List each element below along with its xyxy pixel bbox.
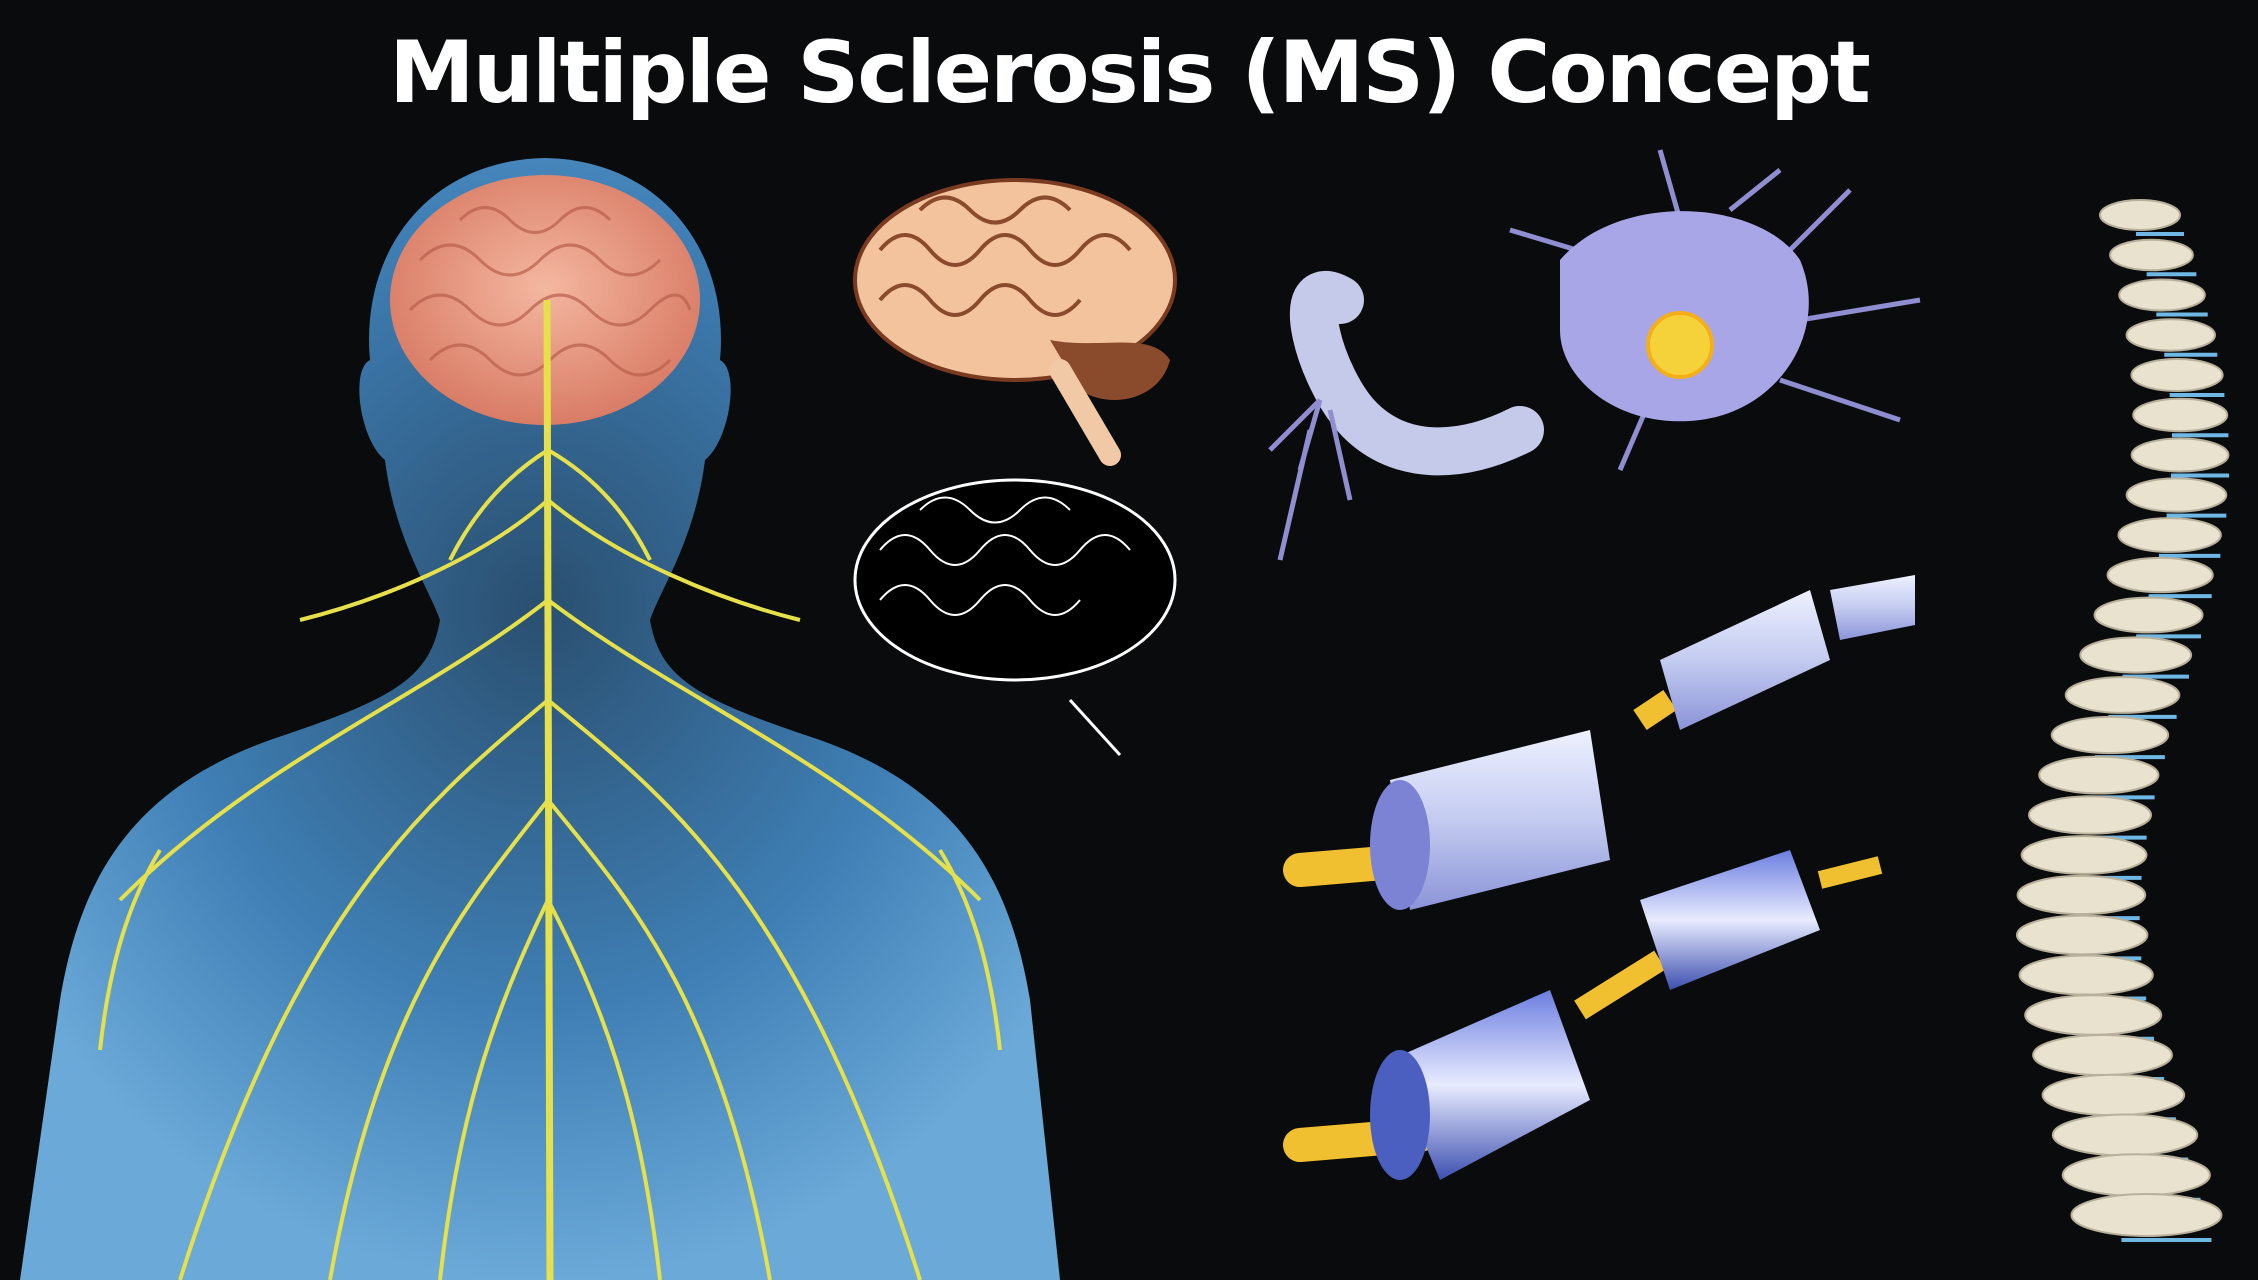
vertebra [2061,1153,2211,1197]
vertebra [2099,199,2181,231]
neuron-figure [1268,149,1921,561]
vertebra [2130,437,2230,473]
vertebra [2051,1113,2199,1157]
vertebra [2079,636,2193,674]
vertebra [2070,1193,2223,1237]
vertebra [2020,835,2148,875]
vertebra [2132,397,2229,433]
human-body-silhouette [20,158,1060,1280]
page-title: Multiple Sclerosis (MS) Concept [389,23,1871,123]
human-nervous-system-figure [20,158,1060,1280]
vertebra [2118,278,2206,312]
brain-folds [408,206,692,377]
healthy-myelin-axon-figure [1283,575,1915,910]
vertebra [2015,914,2149,956]
nerves [98,299,1002,1280]
vertebra [2130,358,2224,392]
vertebra [2018,954,2154,996]
vertebra [2016,874,2147,916]
vertebra [2041,1073,2186,1117]
vertebra [2064,676,2181,714]
damaged-myelin-axon-figure [1283,850,1883,1180]
vertebra [2038,755,2160,795]
vertebra [2106,556,2214,594]
neuron-nucleus [1646,311,1714,379]
vertebra [2117,517,2222,553]
vertebra [2050,715,2170,755]
vertebra [2032,1033,2173,1077]
vertebra [2093,596,2204,634]
vertebra [2109,238,2194,272]
brain-color-figure [853,178,1177,466]
vertebra [2024,994,2163,1036]
spine-figure [2015,199,2230,1242]
brain-outline-figure [853,478,1177,757]
vertebra [2125,477,2228,513]
vertebra [2125,318,2216,352]
vertebra [2028,795,2153,835]
